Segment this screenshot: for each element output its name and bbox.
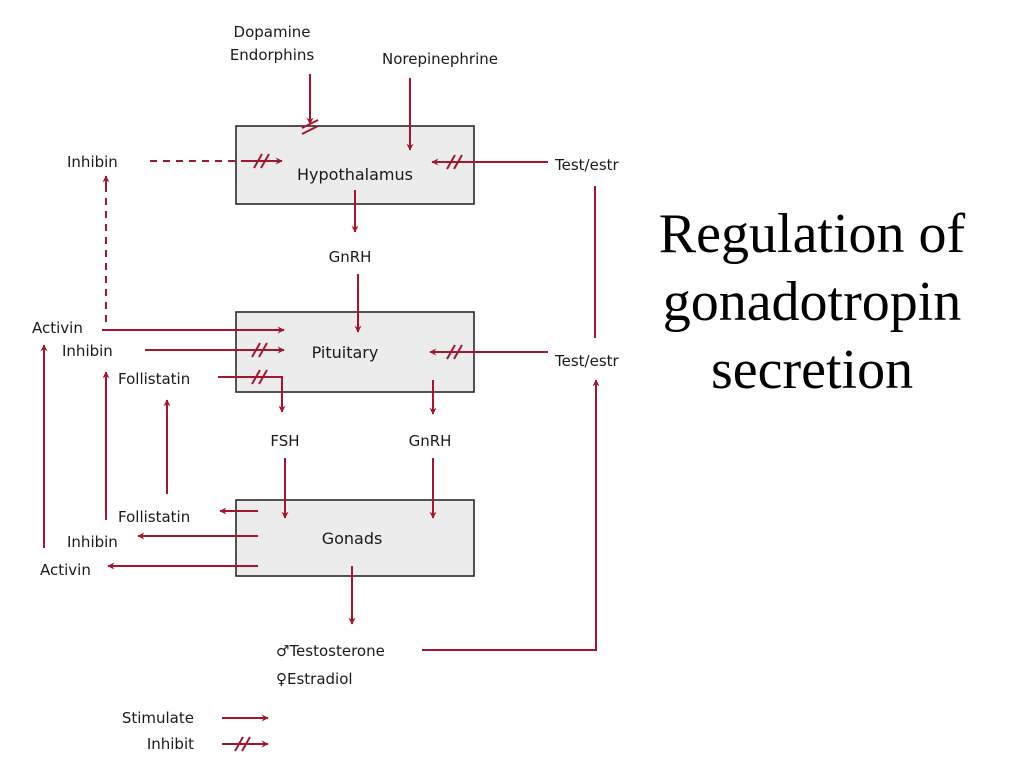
inhibin-top-label: Inhibin [67,153,118,171]
legend: Stimulate Inhibit [122,709,269,753]
inhibit-slash [258,342,268,358]
follistatin-low-label: Follistatin [118,508,190,526]
slide-title-line: secretion [710,339,914,401]
inhibit-slash [453,344,463,360]
estradiol-label: ♀Estradiol [276,670,353,688]
slide-title-line: gonadotropin [662,271,962,333]
testosterone-label: ♂Testosterone [276,642,385,660]
follistatin-mid-label: Follistatin [118,370,190,388]
follistatin-pituitary-inhibit-arrow [218,376,286,413]
inhibin-mid-label: Inhibin [62,342,113,360]
inhibit-slash [446,344,456,360]
inhibit-slash [234,736,244,752]
gonads-label: Gonads [322,529,383,548]
gnrh-lower-label: GnRH [409,432,452,450]
slide-title-line: Regulation of [658,203,966,265]
slide-title: Regulation of gonadotropin secretion [622,200,1002,404]
inhibit-slash [301,119,319,129]
inhibit-slash [253,153,263,169]
fsh-label: FSH [270,432,299,450]
pituitary-label: Pituitary [312,343,379,362]
inhibit-slash [251,342,261,358]
inhibit-slash [453,154,463,170]
legend-inhibit-label: Inhibit [147,735,194,753]
inhibit-slash [241,736,251,752]
steroids-feedback-arrow [422,379,600,651]
test-estr-top-label: Test/estr [554,156,620,174]
inhibit-slash [446,154,456,170]
hypothalamus-label: Hypothalamus [297,165,413,184]
dopamine-label: Dopamine [234,23,311,41]
norepinephrine-label: Norepinephrine [382,50,498,68]
inhibit-slash [251,369,261,385]
gonads-box: Gonads [235,499,475,577]
test-estr-mid-label: Test/estr [554,352,620,370]
activin-mid-label: Activin [32,319,83,337]
legend-stimulate-label: Stimulate [122,709,194,727]
inhibit-slash [258,369,268,385]
inhibit-slash [301,125,319,135]
inhibit-slash [260,153,270,169]
inhibin-low-label: Inhibin [67,533,118,551]
activin-low-label: Activin [40,561,91,579]
gnrh-top-label: GnRH [329,248,372,266]
endorphins-label: Endorphins [230,46,315,64]
